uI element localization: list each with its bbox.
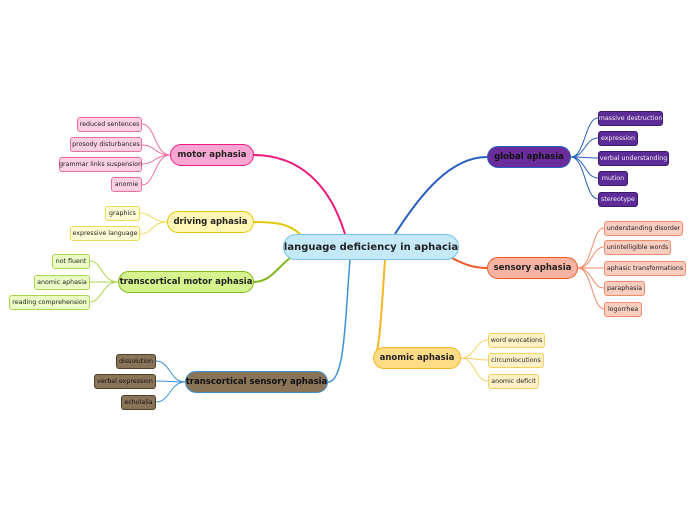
subtopic-unintelligible-words[interactable]: unintelligible words bbox=[604, 240, 671, 255]
subtopic-logorrhea[interactable]: logorrhea bbox=[604, 302, 642, 317]
topic-global-aphasia[interactable]: global aphasia bbox=[487, 146, 571, 168]
subtopic-anomic-deficit[interactable]: anomic deficit bbox=[488, 374, 539, 389]
subtopic-dissolution[interactable]: dissolution bbox=[116, 354, 156, 369]
topic-anomic-aphasia[interactable]: anomic aphasia bbox=[373, 347, 461, 369]
subtopic-not-fluent[interactable]: not fluent bbox=[52, 254, 90, 269]
subtopic-reading-comprehension[interactable]: reading comprehension bbox=[9, 295, 90, 310]
subtopic-understanding-disorder[interactable]: understanding disorder bbox=[604, 221, 683, 236]
subtopic-graphics[interactable]: graphics bbox=[105, 206, 140, 221]
edge-anomic bbox=[372, 259, 386, 359]
subtopic-prosody-disturbances[interactable]: prosody disturbances bbox=[70, 137, 142, 152]
edge-transcortical-sensory bbox=[327, 259, 351, 383]
subtopic-reduced-sentences[interactable]: reduced sentences bbox=[77, 117, 142, 132]
subtopic-mution[interactable]: mution bbox=[598, 171, 628, 186]
subtopic-paraphasia[interactable]: paraphasia bbox=[604, 281, 645, 296]
central-topic[interactable]: language deficiency in aphacia bbox=[283, 234, 459, 260]
topic-driving-aphasia[interactable]: driving aphasia bbox=[167, 211, 254, 233]
edge-transcortical-motor bbox=[252, 257, 291, 283]
edge-global bbox=[394, 156, 488, 235]
subtopic-circumlocutions[interactable]: circumlocutions bbox=[488, 353, 544, 368]
subtopic-massive-destruction[interactable]: massive destruction bbox=[598, 111, 663, 126]
topic-transcortical-sensory-aphasia[interactable]: transcortical sensory aphasia bbox=[185, 371, 328, 393]
topic-sensory-aphasia[interactable]: sensory aphasia bbox=[487, 257, 578, 279]
subtopic-expression[interactable]: expression bbox=[598, 131, 638, 146]
subtopic-stereotype[interactable]: stereotype bbox=[598, 192, 638, 207]
subtopic-word-evocations[interactable]: word evocations bbox=[488, 333, 545, 348]
subtopic-echolalia[interactable]: echolalia bbox=[121, 395, 156, 410]
edge-sensory bbox=[451, 257, 488, 269]
subtopic-anomic-aphasia[interactable]: anomic aphasia bbox=[34, 275, 90, 290]
subtopic-verbal-expression[interactable]: verbal expression bbox=[94, 374, 156, 389]
subtopic-expressive-language[interactable]: expressive language bbox=[70, 226, 140, 241]
subtopic-anomie[interactable]: anomie bbox=[111, 177, 142, 192]
subtopic-grammar-links-suspension[interactable]: grammar links suspension bbox=[59, 157, 142, 172]
edge-motor bbox=[252, 154, 346, 235]
subtopic-verbal-understanding[interactable]: verbal understanding bbox=[598, 151, 669, 166]
subtopic-aphasic-transformations[interactable]: aphasic transformations bbox=[604, 261, 686, 276]
topic-motor-aphasia[interactable]: motor aphasia bbox=[170, 144, 254, 166]
topic-transcortical-motor-aphasia[interactable]: transcortical motor aphasia bbox=[118, 271, 254, 293]
edge-driving bbox=[252, 221, 301, 235]
